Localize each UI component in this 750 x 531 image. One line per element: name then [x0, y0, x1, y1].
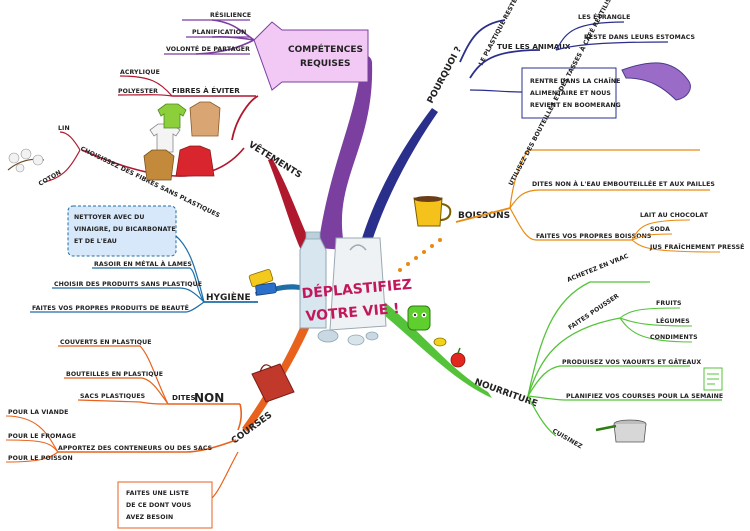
- competences-box: [253, 21, 369, 91]
- boissons-jus: JUS FRAÎCHEMENT PRESSÉ: [649, 242, 745, 251]
- hygiene-choisir: CHOISIR DES PRODUITS SANS PLASTIQUE: [54, 281, 202, 288]
- soap-icon: [248, 269, 277, 296]
- vetements-acrylique: ACRYLIQUE: [120, 69, 160, 76]
- boissons-title: BOISSONS: [458, 211, 510, 221]
- courses-note-line3: AVEZ BESOIN: [126, 514, 173, 521]
- nourriture-fruits: FRUITS: [656, 300, 682, 307]
- boissons-propres: FAITES VOS PROPRES BOISSONS: [536, 233, 651, 240]
- branch-competences: [318, 55, 373, 250]
- clothes-illustration: [143, 101, 221, 181]
- hygiene-note-line2: VINAIGRE, DU BICARBONATE: [74, 226, 176, 233]
- branch-vetements: [268, 158, 312, 248]
- pourquoi-estomacs: RESTE DANS LEURS ESTOMACS: [584, 34, 695, 41]
- boissons-eau: DITES NON À L'EAU EMBOUTEILLÉE ET AUX PA…: [532, 179, 715, 188]
- hygiene-note-box: [67, 205, 177, 257]
- courses-apportez: APPORTEZ DES CONTENEURS OU DES SACS: [58, 445, 212, 452]
- courses-dites: DITES: [172, 393, 196, 402]
- boomerang-icon: [621, 62, 691, 101]
- courses-poisson: POUR LE POISSON: [8, 455, 73, 462]
- mug-icon: [413, 196, 452, 227]
- hygiene-note-line3: ET DE L'EAU: [74, 238, 117, 245]
- nourriture-condiments: CONDIMENTS: [650, 334, 698, 341]
- hygiene-title: HYGIÈNE: [206, 291, 251, 303]
- courses-note-line2: DE CE DONT VOUS: [126, 502, 191, 509]
- boissons-dots: [398, 238, 442, 272]
- nourriture-legumes: LÉGUMES: [656, 316, 690, 325]
- pourquoi-sub-toujours: LE PLASTIQUE RESTE POUR TOUJOURS: [478, 0, 548, 67]
- hygiene-note-line1: NETTOYER AVEC DU: [74, 214, 145, 221]
- nourriture-pousser: FAITES POUSSER: [567, 293, 620, 332]
- vegetables-illustration: [407, 305, 466, 368]
- pourquoi-note-box: [521, 67, 617, 119]
- courses-fromage: POUR LE FROMAGE: [8, 433, 76, 440]
- pourquoi-note-line1: RENTRE DANS LA CHAÎNE: [530, 76, 620, 85]
- branch-pourquoi: [358, 108, 438, 254]
- cotton-icon: [7, 148, 45, 173]
- nourriture-cuisinez: CUISINEZ: [551, 428, 584, 451]
- vetements-avoid: FIBRES À ÉVITER: [172, 86, 240, 95]
- courses-note-box: [117, 481, 213, 529]
- cooking-pot-icon: [595, 419, 647, 443]
- vetements-coton: COTON: [38, 169, 63, 188]
- hygiene-beaute: FAITES VOS PROPRES PRODUITS DE BEAUTÉ: [32, 303, 189, 312]
- nourriture-vrac: ACHETEZ EN VRAC: [566, 253, 630, 284]
- shopping-bag-icon: [251, 363, 295, 403]
- branch-nourriture: [378, 300, 492, 398]
- hygiene-rasoir: RASOIR EN MÉTAL À LAMES: [94, 259, 192, 268]
- pourquoi-sub-animaux: TUE LES ANIMAUX: [497, 42, 571, 51]
- courses-viande: POUR LA VIANDE: [8, 409, 68, 416]
- plastic-waste-illustration: [299, 231, 387, 346]
- vetements-lin: LIN: [58, 125, 70, 132]
- competences-title-line2: REQUISES: [300, 59, 351, 69]
- vetements-polyester: POLYESTER: [118, 88, 158, 95]
- competence-item-resilience: RÉSILIENCE: [210, 10, 251, 19]
- pourquoi-note-line3: REVIENT EN BOOMERANG: [530, 102, 621, 109]
- competence-item-partager: VOLONTÉ DE PARTAGER: [166, 44, 250, 53]
- nourriture-planifiez: PLANIFIEZ VOS COURSES POUR LA SEMAINE: [566, 393, 723, 400]
- shopping-list-icon: [703, 367, 723, 391]
- competences-title-line1: COMPÉTENCES: [288, 43, 363, 55]
- pourquoi-etrangle: LES ÉTRANGLE: [578, 12, 630, 21]
- pourquoi-note-line2: ALIMENTAIRE ET NOUS: [530, 90, 611, 97]
- competence-item-planification: PLANIFICATION: [192, 29, 246, 36]
- nourriture-yaourts: PRODUISEZ VOS YAOURTS ET GÂTEAUX: [562, 357, 701, 366]
- pourquoi-title: POURQUOI ?: [426, 45, 464, 105]
- courses-non: NON: [194, 391, 224, 405]
- boissons-soda: SODA: [650, 226, 670, 233]
- courses-bouteilles: BOUTEILLES EN PLASTIQUE: [66, 371, 163, 378]
- courses-note-line1: FAITES UNE LISTE: [126, 490, 189, 497]
- courses-sacs: SACS PLASTIQUES: [80, 393, 145, 400]
- courses-couverts: COUVERTS EN PLASTIQUE: [60, 339, 152, 346]
- boissons-chocolat: LAIT AU CHOCOLAT: [640, 212, 709, 219]
